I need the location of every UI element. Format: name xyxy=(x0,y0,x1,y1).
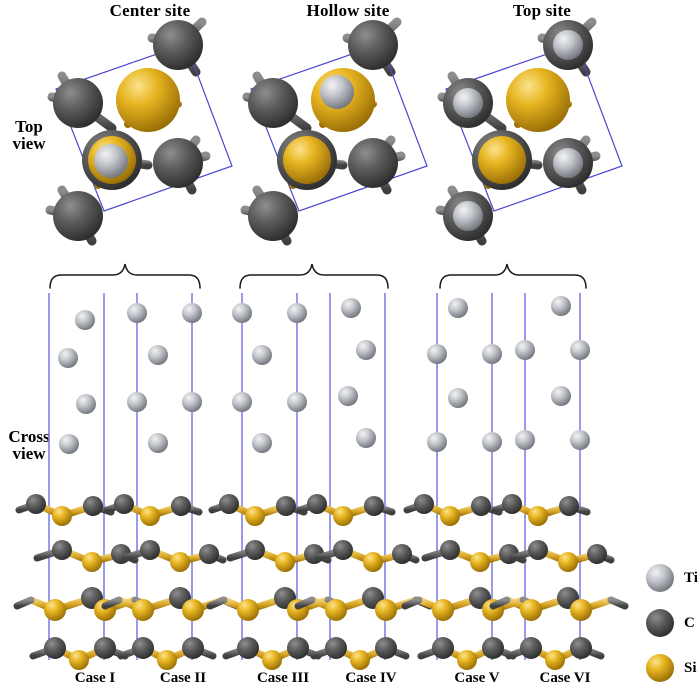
ti-chain-case-3 xyxy=(232,303,307,453)
silicon-atom-top-lower xyxy=(478,136,526,184)
sic-slab-case-4 xyxy=(294,494,434,670)
legend-sphere-ti xyxy=(646,564,674,592)
carbon-atoms-center xyxy=(53,20,203,241)
unit-cell-outline-hollow xyxy=(250,43,428,212)
column-title-hollow-site: Hollow site xyxy=(306,1,390,20)
case-label-6: Case VI xyxy=(539,670,591,686)
carbon-atoms-slab xyxy=(307,494,412,659)
legend-sphere-c xyxy=(646,609,674,637)
case-label-4: Case IV xyxy=(345,670,397,686)
ti-adatom-hollow-site xyxy=(320,75,354,109)
legend-label-si: Si xyxy=(684,660,697,676)
top-view-center-site xyxy=(45,17,233,246)
case-label-5: Case V xyxy=(454,670,500,686)
ti-chain-case-1 xyxy=(58,310,96,454)
silicon-atom-hollow-lower xyxy=(283,136,331,184)
brace-hollow-site xyxy=(239,263,389,289)
brace-top-site xyxy=(439,263,587,289)
silicon-atoms-slab xyxy=(325,506,397,670)
silicon-atoms-slab xyxy=(44,506,116,670)
ti-chain-case-6 xyxy=(515,296,590,450)
ti-chain-case-2 xyxy=(127,303,202,453)
silicon-atoms-slab xyxy=(132,506,204,670)
silicon-atom-top xyxy=(506,68,570,132)
carbon-atoms-slab xyxy=(414,494,519,659)
row-label-top-view-line1: Top xyxy=(15,117,43,136)
row-label-cross-view-line1: Cross xyxy=(8,427,50,446)
row-label-top-view-line2: view xyxy=(12,134,46,154)
silicon-atoms-slab xyxy=(432,506,504,670)
unit-cell-outline-center xyxy=(55,43,233,212)
carbon-atoms-slab xyxy=(219,494,324,659)
silicon-atom-hollow xyxy=(311,68,375,132)
row-label-cross-view-line2: view xyxy=(12,444,46,464)
column-title-top-site: Top site xyxy=(512,1,572,20)
brace-center-site xyxy=(49,263,201,289)
sic-slab-case-5 xyxy=(401,494,541,670)
legend-label-ti: Ti xyxy=(684,570,698,586)
ti-adatoms-top-site xyxy=(453,30,583,231)
ti-chain-case-4 xyxy=(338,298,376,448)
row-label-top-view: Top view xyxy=(0,118,58,153)
sic-slab-case-2 xyxy=(101,494,241,670)
silicon-atoms-slab xyxy=(237,506,309,670)
ti-adatom-center-site xyxy=(94,144,128,178)
silicon-atoms-slab xyxy=(520,506,592,670)
carbon-atoms-slab xyxy=(26,494,131,659)
carbon-atoms-hollow xyxy=(248,20,398,241)
legend-label-c: C xyxy=(684,615,695,631)
cross-view-cell-lines xyxy=(48,293,581,660)
carbon-atoms-slab xyxy=(114,494,219,659)
ti-chain-case-5 xyxy=(427,298,502,452)
legend-spheres xyxy=(646,564,674,682)
column-title-center-site: Center site xyxy=(109,1,191,20)
sic-slab-case-1 xyxy=(13,494,153,670)
top-view-hollow-site xyxy=(240,17,428,246)
silicon-atom-center-lower xyxy=(88,136,136,184)
brace-group xyxy=(49,263,587,289)
row-label-cross-view: Cross view xyxy=(0,428,58,463)
carbon-atoms-top xyxy=(443,20,593,241)
unit-cell-outline-top xyxy=(445,43,623,212)
carbon-atoms-slab xyxy=(502,494,607,659)
case-label-3: Case III xyxy=(256,670,310,686)
case-label-1: Case I xyxy=(74,670,116,686)
legend-sphere-si xyxy=(646,654,674,682)
sic-slab-case-3 xyxy=(206,494,346,670)
case-label-2: Case II xyxy=(159,670,207,686)
sic-slab-case-6 xyxy=(489,494,629,670)
top-view-top-site xyxy=(435,17,623,246)
silicon-atom-center xyxy=(116,68,180,132)
